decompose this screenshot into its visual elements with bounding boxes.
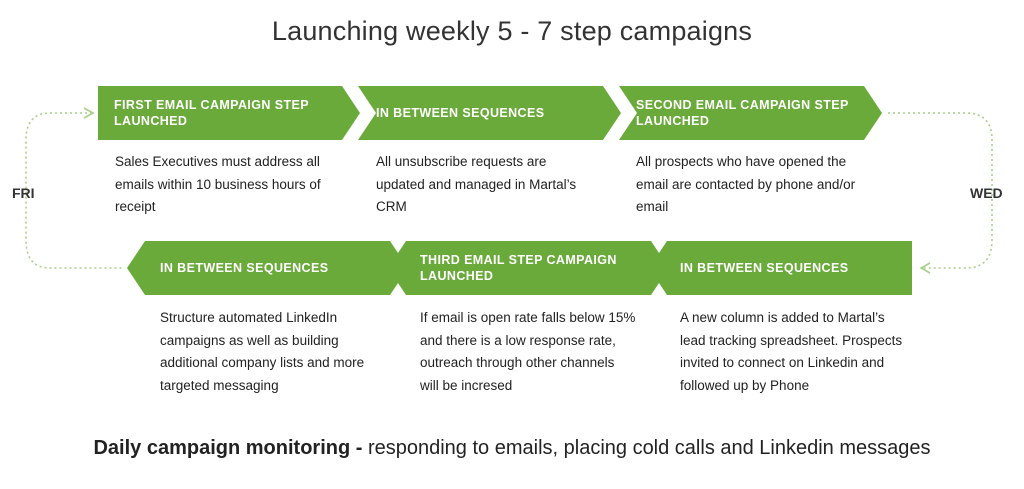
connector-fri: [25, 112, 122, 269]
step-5-label: THIRD EMAIL STEP CAMPAIGN LAUNCHED: [420, 253, 617, 283]
step-5-shape: [388, 241, 669, 295]
connector-wed-arrowhead: [919, 262, 931, 274]
day-label-fri: FRI: [12, 185, 35, 201]
diagram-title: Launching weekly 5 - 7 step campaigns: [271, 16, 753, 46]
step-1-label: FIRST EMAIL CAMPAIGN STEP LAUNCHED: [114, 98, 309, 128]
connector-wed: [888, 112, 993, 269]
step-4-description: A new column is added to Martal’s lead t…: [680, 310, 903, 393]
step-6-label: IN BETWEEN SEQUENCES: [160, 261, 329, 275]
step-2-label: IN BETWEEN SEQUENCES: [376, 106, 545, 120]
footer-text: responding to emails, placing cold calls…: [362, 437, 931, 459]
day-label-wed: WED: [970, 185, 1003, 201]
step-1-description: Sales Executives must address all emails…: [115, 154, 321, 214]
step-3-shape: [619, 86, 882, 140]
step-6-description: Structure automated LinkedIn campaigns a…: [160, 310, 365, 393]
step-1-shape: [98, 86, 360, 140]
step-6-shape: [127, 241, 408, 295]
step-4-shape: [649, 241, 912, 295]
step-2-description: All unsubscribe requests are updated and…: [376, 154, 577, 214]
step-3-description: All prospects who have opened the email …: [636, 154, 856, 214]
step-4-label: IN BETWEEN SEQUENCES: [680, 261, 849, 275]
footer-bold-text: Daily campaign monitoring -: [93, 437, 363, 459]
step-2-shape: [358, 86, 621, 140]
footer-note: Daily campaign monitoring - responding t…: [0, 437, 1024, 460]
connector-fri-arrowhead: [83, 107, 95, 119]
step-5-description: If email is open rate falls below 15% an…: [420, 310, 636, 393]
step-3-label: SECOND EMAIL CAMPAIGN STEP LAUNCHED: [636, 98, 849, 128]
